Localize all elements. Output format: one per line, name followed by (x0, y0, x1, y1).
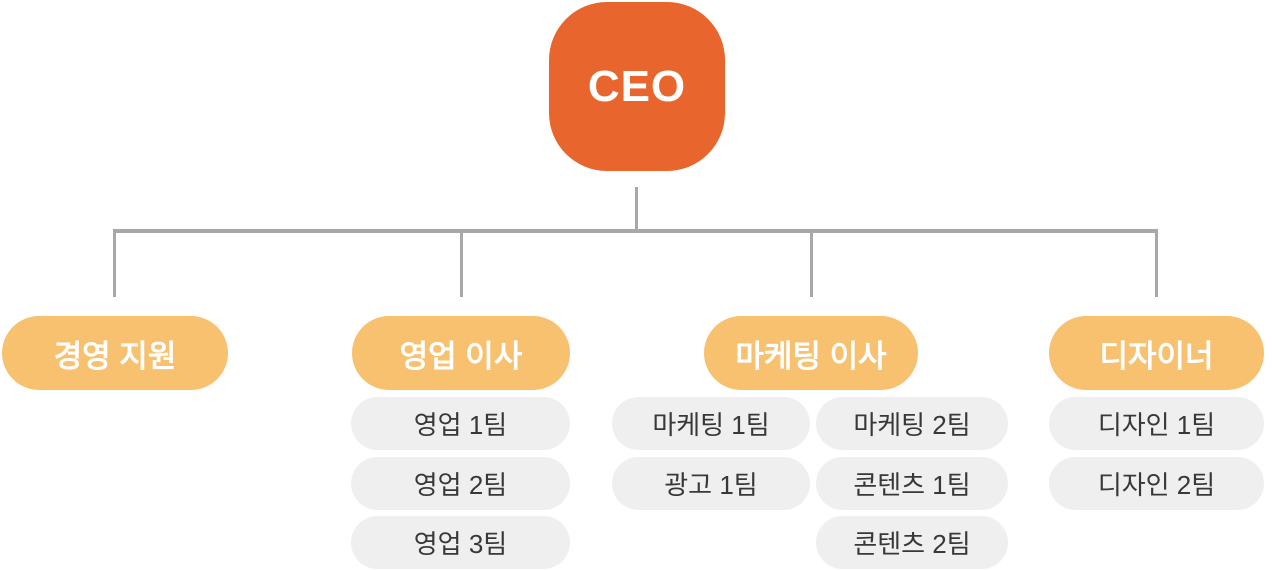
connector-drop-design (1155, 229, 1158, 297)
org-node-designer: 디자이너 (1049, 316, 1264, 390)
org-node-sales-team-3: 영업 3팀 (351, 516, 570, 569)
connector-horizontal-bar (113, 229, 1158, 233)
org-node-ceo: CEO (549, 2, 725, 171)
connector-drop-marketing (810, 229, 813, 297)
org-node-content-team-1: 콘텐츠 1팀 (816, 457, 1008, 510)
org-node-marketing-team-1: 마케팅 1팀 (612, 397, 810, 450)
connector-drop-management (113, 229, 116, 297)
connector-ceo-stub (635, 187, 638, 229)
org-node-sales-team-1: 영업 1팀 (351, 397, 570, 450)
org-node-sales-team-2: 영업 2팀 (351, 457, 570, 510)
org-node-marketing-team-2: 마케팅 2팀 (816, 397, 1008, 450)
org-node-design-team-1: 디자인 1팀 (1049, 397, 1264, 450)
org-node-sales-director: 영업 이사 (352, 316, 570, 390)
connector-drop-sales (460, 229, 463, 297)
org-node-design-team-2: 디자인 2팀 (1049, 457, 1264, 510)
org-node-management-support: 경영 지원 (2, 316, 228, 390)
org-node-content-team-2: 콘텐츠 2팀 (816, 516, 1008, 569)
org-node-marketing-director: 마케팅 이사 (704, 316, 918, 390)
org-node-ad-team-1: 광고 1팀 (612, 457, 810, 510)
